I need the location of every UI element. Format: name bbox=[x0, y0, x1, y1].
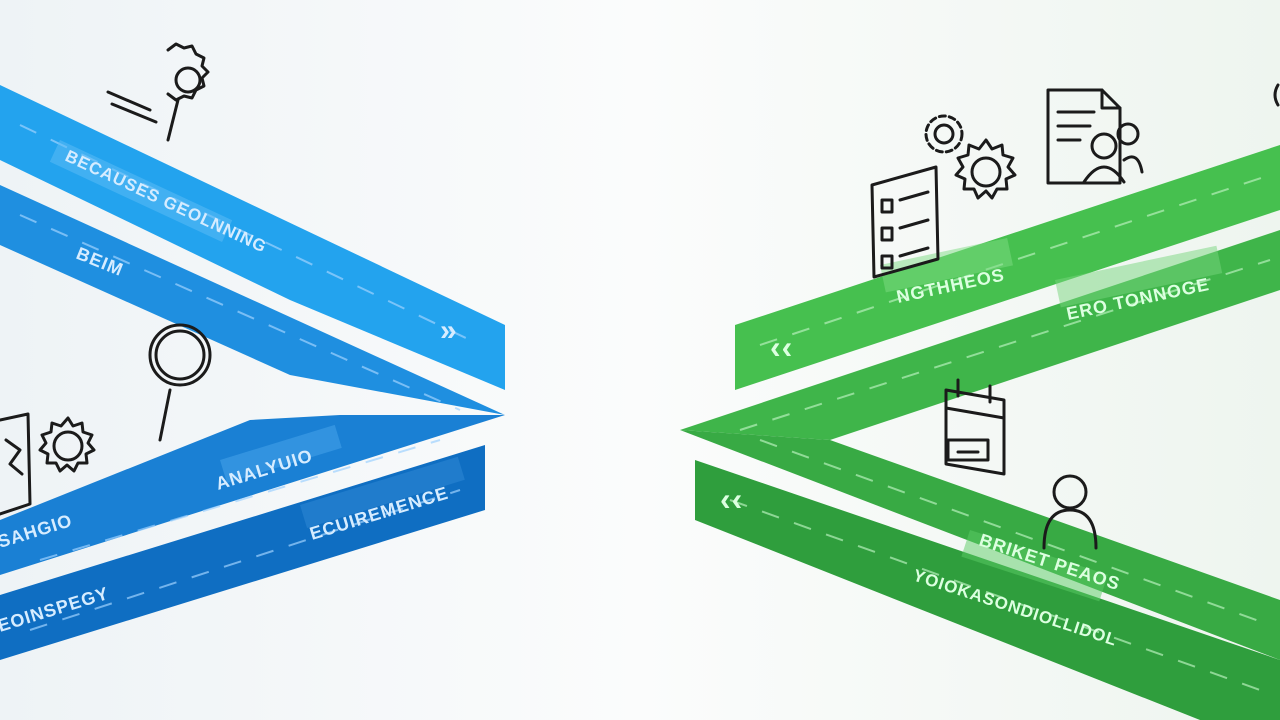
document-icon bbox=[0, 412, 32, 516]
right-arrow-glyph-1: ‹‹ bbox=[770, 329, 793, 365]
document-users-icon bbox=[1046, 88, 1144, 185]
left-blue-chevron bbox=[0, 85, 505, 660]
green-ribbon-bottom bbox=[695, 460, 1280, 720]
gear-small-icon bbox=[924, 114, 964, 154]
user-icon bbox=[1042, 474, 1098, 550]
green-ribbon-top bbox=[735, 145, 1280, 390]
checklist-icon bbox=[870, 165, 940, 279]
blue-ribbon-lower bbox=[0, 415, 505, 575]
calendar-icon bbox=[944, 378, 1006, 476]
gear-large-icon bbox=[954, 138, 1017, 200]
partial-icon bbox=[1273, 83, 1280, 107]
left-arrow-glyph: » bbox=[440, 314, 458, 347]
right-arrow-glyph-2: ‹‹ bbox=[720, 481, 743, 517]
magnifier-icon bbox=[148, 323, 212, 442]
gear-icon bbox=[38, 416, 96, 473]
blue-ribbon-middle bbox=[0, 185, 505, 415]
blue-ribbon-top bbox=[0, 85, 505, 390]
magnifier-gear-icon bbox=[106, 42, 210, 142]
right-green-chevron bbox=[680, 145, 1280, 720]
